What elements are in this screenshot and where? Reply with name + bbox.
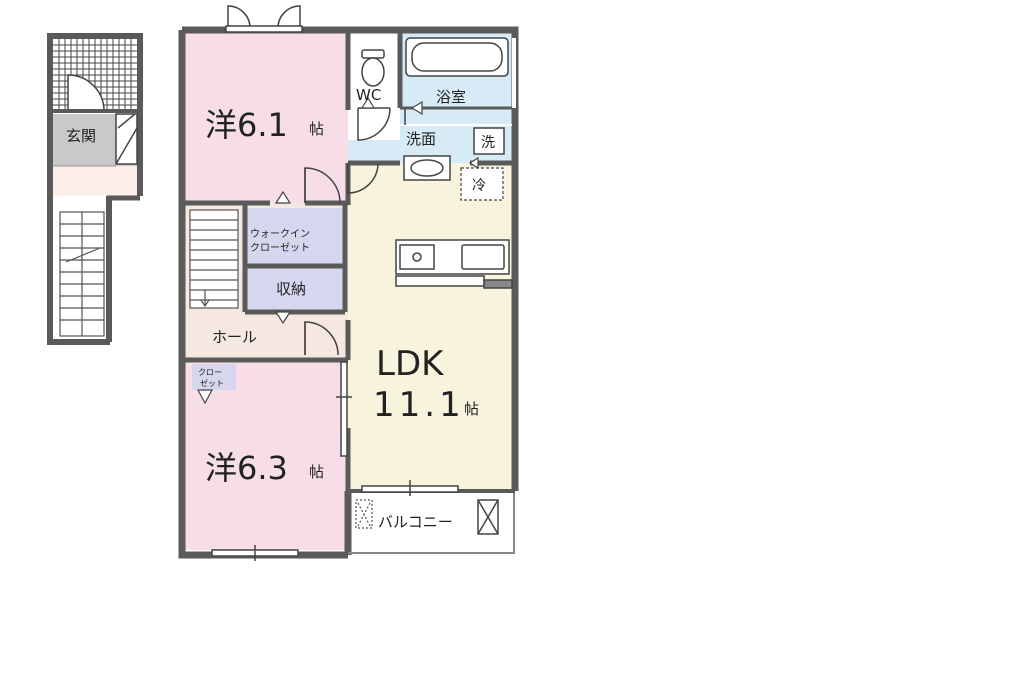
western-room-1-floor bbox=[185, 33, 348, 203]
washroom-label: 洗面 bbox=[406, 130, 436, 148]
entrance-label: 玄関 bbox=[66, 127, 96, 145]
toilet-door bbox=[357, 107, 391, 141]
wic-label-line1: ウォークイン bbox=[250, 228, 310, 240]
washing-machine bbox=[473, 127, 505, 155]
toilet-label: WC bbox=[356, 86, 381, 104]
fridge-label: 冷 bbox=[472, 178, 486, 194]
closet-floor bbox=[192, 364, 236, 390]
aircon-unit-left bbox=[355, 499, 373, 529]
hall-label: ホール bbox=[212, 328, 257, 346]
shoe-box-mark bbox=[115, 127, 138, 165]
ldk-door bbox=[304, 321, 339, 356]
wic-label-line2: クローゼット bbox=[250, 242, 310, 254]
balcony-window bbox=[361, 480, 459, 496]
shoe-box-mark-2 bbox=[117, 113, 136, 129]
sliding-door bbox=[336, 361, 352, 457]
closet-label-line1: クロー bbox=[198, 368, 222, 377]
room2-window bbox=[211, 545, 299, 561]
washer-label: 洗 bbox=[481, 135, 495, 151]
aircon-unit-right bbox=[477, 499, 499, 535]
wic-floor bbox=[245, 208, 343, 266]
shoe-box bbox=[115, 113, 138, 165]
door-arrows bbox=[196, 96, 479, 405]
storage-label: 収納 bbox=[276, 280, 306, 298]
western-room-1-name: 洋6.1 bbox=[205, 106, 288, 144]
ldk-name: LDK bbox=[376, 344, 445, 384]
ldk-size: 11.1 bbox=[373, 385, 465, 425]
interior-walls bbox=[185, 30, 512, 491]
kitchen-counter bbox=[395, 239, 513, 289]
western-room-1-unit: 帖 bbox=[309, 120, 324, 138]
wash-basin bbox=[403, 155, 451, 181]
washroom-door bbox=[347, 162, 379, 194]
porch-tile-grid bbox=[53, 39, 137, 111]
bath-window bbox=[512, 38, 516, 108]
hall-stairs bbox=[189, 209, 239, 309]
entrance-step bbox=[53, 166, 137, 196]
western-room-2-floor bbox=[185, 360, 348, 550]
top-window bbox=[225, 5, 303, 33]
western-room-2-name: 洋6.3 bbox=[205, 449, 288, 487]
bathtub bbox=[405, 37, 509, 77]
closet-label-line2: ゼット bbox=[200, 378, 224, 388]
ldk-unit: 帖 bbox=[464, 400, 479, 418]
annex-stairs bbox=[59, 211, 105, 337]
balcony-rail bbox=[348, 491, 515, 554]
western-room-2-unit: 帖 bbox=[309, 463, 324, 481]
main-unit: WC 浴室 洗面 洗 冷 洋6.1 帖 ウォークイン bbox=[178, 5, 519, 561]
balcony-label: バルコニー bbox=[378, 513, 453, 531]
front-door-swing bbox=[67, 74, 105, 112]
storage-floor bbox=[245, 268, 343, 312]
bathroom-label: 浴室 bbox=[436, 88, 466, 106]
ldk-floor bbox=[348, 163, 512, 491]
entrance-annex: 玄関 bbox=[47, 33, 143, 346]
toilet-fixture bbox=[361, 49, 385, 87]
annex-lower-white bbox=[110, 196, 143, 346]
room1-door bbox=[304, 167, 341, 204]
fridge-space bbox=[460, 167, 504, 201]
